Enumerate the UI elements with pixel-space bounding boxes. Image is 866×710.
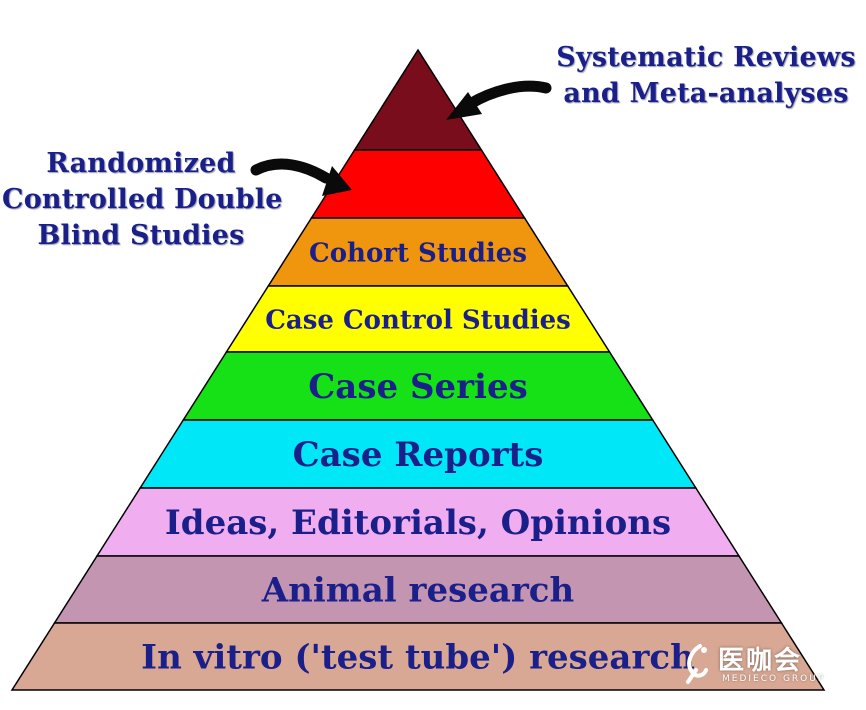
pyramid-level-6-label: Case Reports: [293, 435, 544, 475]
arrow-to-randomized-icon: [250, 158, 332, 184]
watermark-logo: 医咖会 MEDIECO GROUP: [676, 640, 826, 688]
arrows: [250, 80, 552, 196]
pyramid-level-9: [10, 622, 826, 691]
pyramid-bands: [10, 48, 826, 691]
pyramid-level-7-label: Ideas, Editorials, Opinions: [165, 503, 671, 543]
callout-left-line3: Blind Studies: [37, 220, 245, 251]
brand-logo-icon: [686, 644, 708, 684]
watermark-brand: 医咖会: [718, 646, 803, 676]
callout-top-line2: and Meta-analyses: [563, 78, 849, 109]
pyramid-level-8-label: Animal research: [261, 571, 574, 611]
callout-left-line1: Randomized: [46, 148, 236, 179]
callout-top-line1: Systematic Reviews: [556, 42, 856, 73]
pyramid-level-4-label: Case Control Studies: [265, 305, 571, 335]
arrowhead-systematic-reviews-icon: [446, 92, 482, 120]
callout-randomized-studies: Randomized Controlled Double Blind Studi…: [2, 146, 283, 254]
callout-left-line2: Controlled Double: [2, 184, 283, 215]
watermark-subtitle: MEDIECO GROUP: [722, 674, 826, 684]
pyramid-level-5-label: Case Series: [308, 367, 528, 407]
arrow-to-systematic-reviews-icon: [464, 80, 552, 110]
callout-systematic-reviews: Systematic Reviews and Meta-analyses: [548, 40, 864, 112]
pyramid-level-9-label: In vitro ('test tube') research: [141, 638, 695, 678]
pyramid-level-3-label: Cohort Studies: [309, 238, 527, 268]
arrowhead-randomized-icon: [322, 166, 352, 196]
